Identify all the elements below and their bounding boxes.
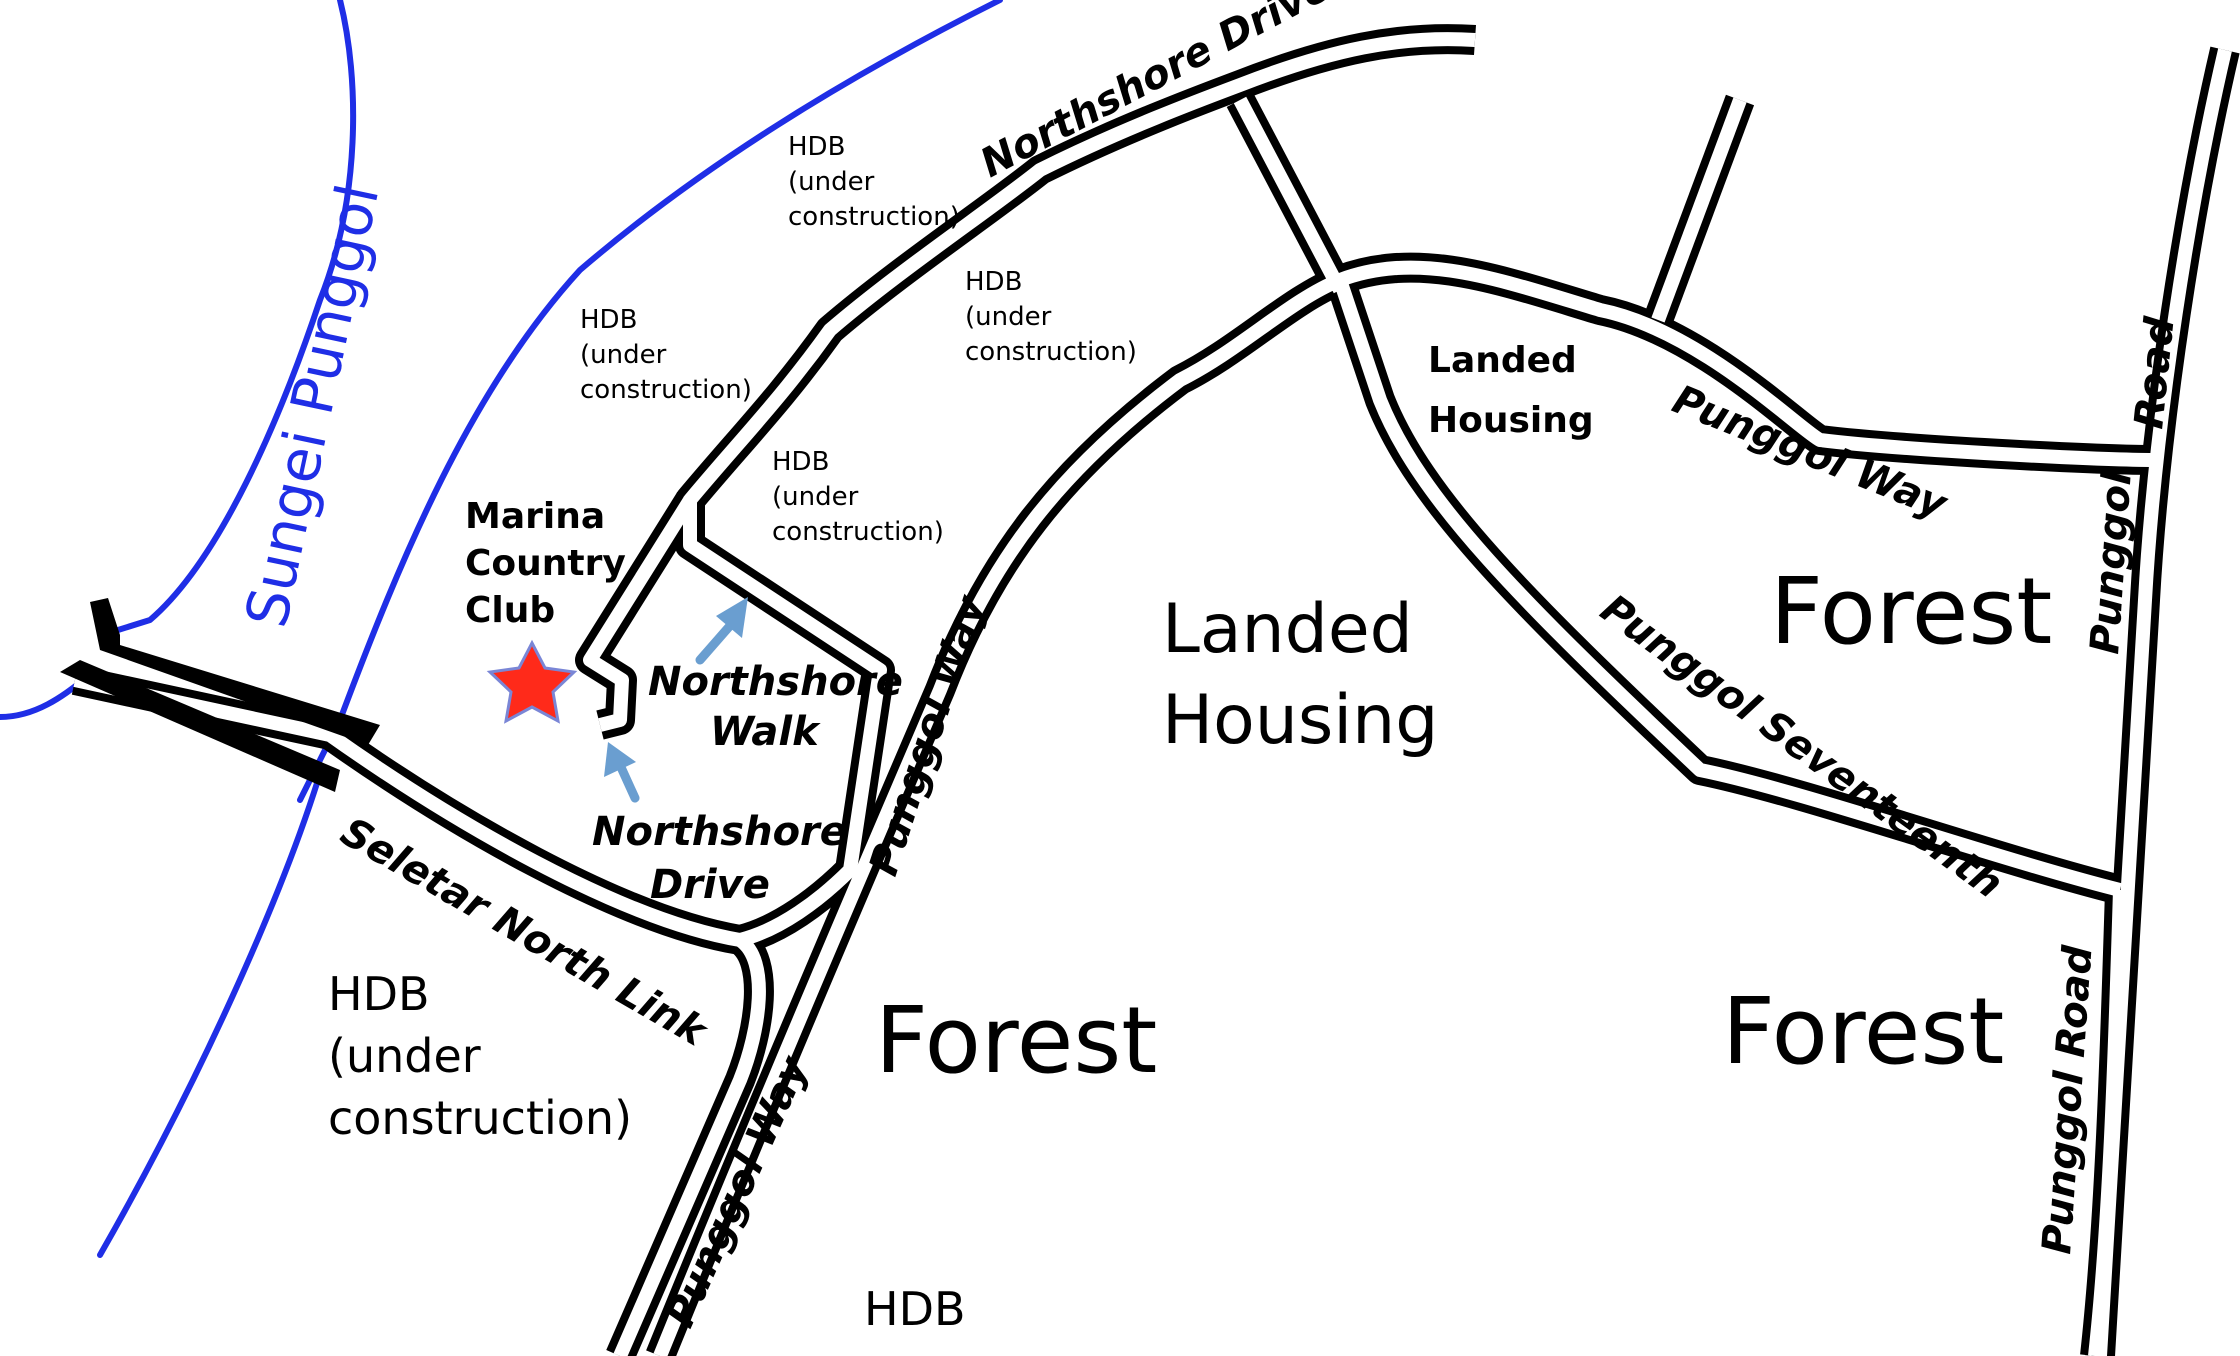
svg-text:Landed: Landed	[1428, 340, 1577, 381]
svg-text:Club: Club	[465, 590, 555, 631]
river-label: Sungei Punggol	[232, 178, 392, 632]
svg-text:construction): construction)	[580, 375, 752, 405]
label-hdb-uc-1: HDB (under construction)	[788, 132, 960, 232]
label-northshore-walk-1: Northshore	[648, 659, 903, 705]
svg-text:construction): construction)	[965, 337, 1137, 367]
svg-text:HDB: HDB	[580, 305, 637, 335]
arrow-northshore-walk	[695, 597, 748, 665]
label-hdb-uc-large: HDB (under construction)	[328, 967, 632, 1145]
svg-text:(under: (under	[580, 340, 667, 370]
svg-text:(under: (under	[965, 302, 1052, 332]
label-punggol-road-lower: Punggol Road	[2034, 944, 2101, 1256]
label-landed-housing-small: Landed Housing	[1428, 340, 1594, 441]
label-northshore-walk-2: Walk	[710, 709, 821, 755]
label-hdb-bottom: HDB	[864, 1282, 966, 1336]
svg-text:Marina: Marina	[465, 496, 605, 537]
svg-text:HDB: HDB	[965, 267, 1022, 297]
road-network	[71, 24, 2240, 1356]
label-forest-3: Forest	[1722, 978, 2004, 1085]
label-northshore-drive-2: Drive	[650, 862, 770, 908]
svg-text:(under: (under	[788, 167, 875, 197]
label-landed-housing-large: Landed Housing	[1162, 590, 1438, 760]
arrow-northshore-drive	[604, 742, 640, 803]
svg-text:Landed: Landed	[1162, 590, 1413, 669]
svg-text:HDB: HDB	[772, 447, 829, 477]
svg-text:Housing: Housing	[1162, 681, 1438, 760]
label-hdb-uc-4: HDB (under construction)	[772, 447, 944, 547]
svg-text:HDB: HDB	[788, 132, 845, 162]
svg-text:construction): construction)	[328, 1091, 632, 1145]
label-marina-country-club: Marina Country Club	[465, 496, 626, 631]
svg-text:construction): construction)	[772, 517, 944, 547]
label-hdb-uc-3: HDB (under construction)	[965, 267, 1137, 367]
label-hdb-uc-2: HDB (under construction)	[580, 305, 752, 405]
svg-text:(under: (under	[772, 482, 859, 512]
svg-text:(under: (under	[328, 1029, 481, 1083]
label-forest-2: Forest	[875, 987, 1157, 1094]
bridge	[60, 598, 380, 792]
svg-text:Housing: Housing	[1428, 400, 1594, 441]
star-icon	[486, 639, 578, 724]
river-sungei-punggol	[0, 0, 1003, 1258]
svg-text:HDB: HDB	[328, 967, 430, 1021]
label-northshore-drive-1: Northshore	[592, 809, 847, 855]
svg-text:Country: Country	[465, 543, 626, 584]
svg-text:construction): construction)	[788, 202, 960, 232]
label-forest-1: Forest	[1770, 558, 2052, 665]
